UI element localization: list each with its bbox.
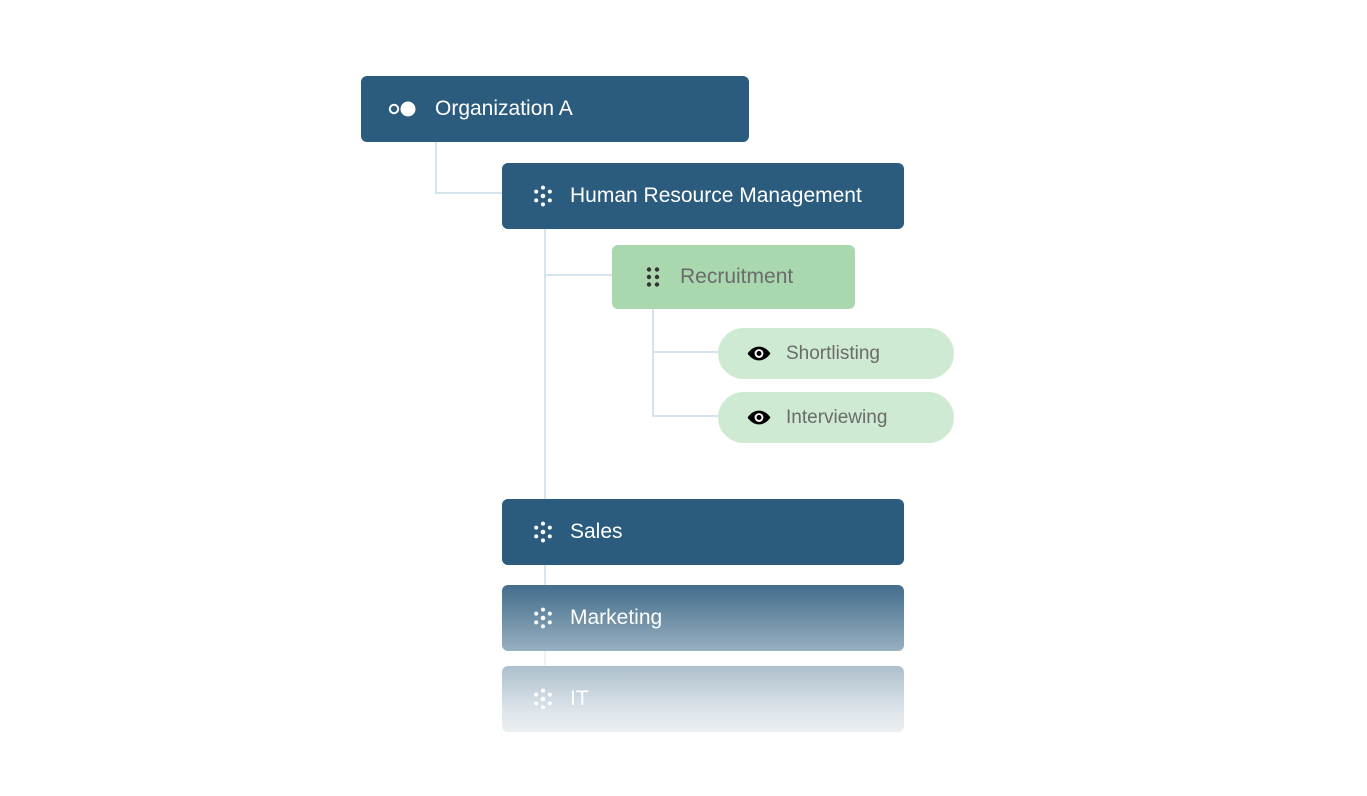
node-label-marketing: Marketing [570,606,663,629]
node-label-interviewing: Interviewing [786,406,888,428]
scatter-dots-icon [530,183,556,209]
node-label-recruitment: Recruitment [680,265,794,288]
node-label-organization-a: Organization A [435,97,573,120]
drag-handle-dots-icon [642,265,664,289]
two-circles-icon [387,97,421,121]
node-label-human-resource-management: Human Resource Management [570,184,862,207]
connector-root-to-hrm-horizontal [435,192,503,194]
node-label-shortlisting: Shortlisting [786,342,880,364]
node-interviewing[interactable]: Interviewing [718,392,954,443]
node-label-it: IT [570,687,589,710]
node-it[interactable]: IT [502,666,904,732]
scatter-dots-icon [530,519,556,545]
connector-hrm-trunk-vertical [544,228,546,676]
connector-hrm-to-recruitment-horizontal [544,274,614,276]
node-sales[interactable]: Sales [502,499,904,565]
node-organization-a[interactable]: Organization A [361,76,749,142]
connector-root-to-hrm-vertical [435,141,437,193]
eye-icon [746,344,772,364]
connector-recruitment-to-interviewing-horizontal [652,415,720,417]
connector-recruitment-trunk-vertical [652,309,654,417]
eye-icon [746,408,772,428]
scatter-dots-icon [530,686,556,712]
node-marketing[interactable]: Marketing [502,585,904,651]
node-human-resource-management[interactable]: Human Resource Management [502,163,904,229]
connector-recruitment-to-shortlisting-horizontal [652,351,720,353]
scatter-dots-icon [530,605,556,631]
node-label-sales: Sales [570,520,623,543]
node-shortlisting[interactable]: Shortlisting [718,328,954,379]
node-recruitment[interactable]: Recruitment [612,245,855,309]
